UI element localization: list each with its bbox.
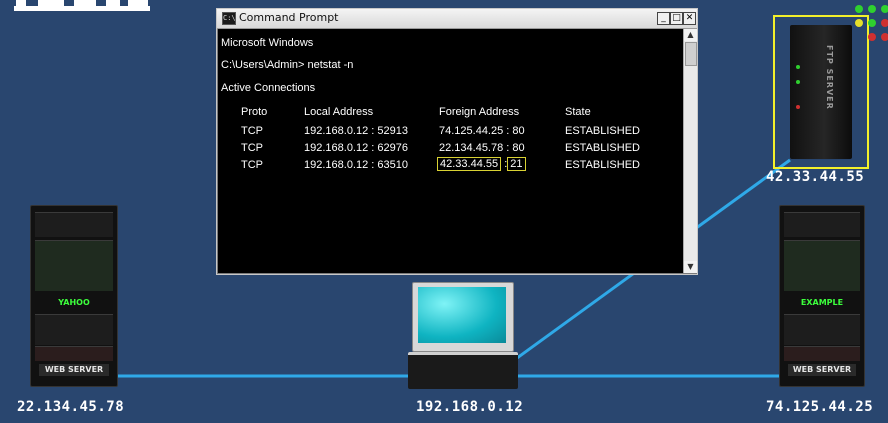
light-red-icon: [881, 33, 888, 41]
rack-unit: [35, 346, 113, 361]
cell-proto: TCP: [241, 159, 263, 171]
header-proto: Proto: [241, 106, 268, 118]
cell-local-address: 192.168.0.12 : 63510: [304, 159, 408, 171]
web-server-right: EXAMPLE WEB SERVER: [779, 205, 865, 387]
cell-proto: TCP: [241, 142, 263, 154]
header-foreign-address: Foreign Address: [439, 106, 520, 118]
command-prompt-window: C:\ Command Prompt _ □ ✕ Microsoft Windo…: [216, 8, 698, 275]
scroll-up-icon[interactable]: ▲: [684, 29, 697, 41]
light-red-icon: [868, 33, 876, 41]
client-ip: 192.168.0.12: [416, 399, 524, 415]
cell-state: ESTABLISHED: [565, 142, 640, 154]
light-green-icon: [881, 5, 888, 13]
light-red-icon: [881, 19, 888, 27]
light-green-icon: [855, 5, 863, 13]
cell-foreign-address: 22.134.45.78 : 80: [439, 142, 525, 154]
separator-colon: :: [504, 158, 508, 170]
ftp-server-label: FTP SERVER: [825, 45, 834, 110]
maximize-button[interactable]: □: [670, 12, 683, 25]
cell-local-address: 192.168.0.12 : 62976: [304, 142, 408, 154]
scroll-thumb[interactable]: [685, 42, 697, 66]
rack-unit: [35, 240, 113, 291]
light-green-icon: [868, 5, 876, 13]
rack-unit: [784, 212, 860, 237]
minimize-button[interactable]: _: [657, 12, 670, 25]
ftp-server-highlight: FTP SERVER: [773, 15, 869, 169]
server-role-label: WEB SERVER: [788, 364, 856, 376]
light-yellow-icon: [855, 19, 863, 27]
status-led: [796, 80, 800, 84]
rack-unit: [784, 314, 860, 345]
server-brand-label: EXAMPLE: [800, 298, 844, 307]
rack-unit: [784, 346, 860, 361]
cell-state: ESTABLISHED: [565, 159, 640, 171]
rack-unit: [35, 212, 113, 237]
window-titlebar[interactable]: C:\ Command Prompt _ □ ✕: [217, 9, 697, 29]
status-led: [796, 105, 800, 109]
server-role-label: WEB SERVER: [39, 364, 109, 376]
status-led: [796, 65, 800, 69]
right-server-ip: 74.125.44.25: [766, 399, 874, 415]
header-local-address: Local Address: [304, 106, 374, 118]
highlighted-foreign-port: 21: [507, 157, 526, 171]
cell-state: ESTABLISHED: [565, 125, 640, 137]
header-state: State: [565, 106, 591, 118]
highlighted-foreign-ip: 42.33.44.55: [437, 157, 502, 171]
cell-foreign-address: 74.125.44.25 : 80: [439, 125, 525, 137]
window-title: Command Prompt: [239, 11, 339, 24]
os-banner: Microsoft Windows: [221, 37, 314, 49]
cell-local-address: 192.168.0.12 : 52913: [304, 125, 408, 137]
client-desktop-unit: [408, 352, 518, 389]
vertical-scrollbar[interactable]: ▲ ▼: [683, 29, 697, 273]
ftp-server-ip: 42.33.44.55: [766, 169, 865, 185]
console-output[interactable]: Microsoft Windows C:\Users\Admin> netsta…: [221, 33, 679, 269]
scroll-down-icon[interactable]: ▼: [684, 261, 697, 273]
command-line: C:\Users\Admin> netstat -n: [221, 59, 354, 71]
light-green-icon: [868, 19, 876, 27]
close-button[interactable]: ✕: [683, 12, 696, 25]
ftp-server-tower: FTP SERVER: [790, 25, 852, 159]
rack-unit: [784, 240, 860, 291]
title-fragment: [14, 0, 150, 11]
section-heading: Active Connections: [221, 82, 316, 94]
cell-foreign-address: 42.33.44.55 :21: [437, 157, 526, 171]
rack-unit: [35, 314, 113, 345]
client-monitor: [412, 282, 514, 352]
web-server-left: YAHOO WEB SERVER: [30, 205, 118, 387]
monitor-screen: [418, 287, 506, 343]
server-brand-label: YAHOO: [58, 298, 90, 307]
console-icon: C:\: [222, 12, 236, 25]
left-server-ip: 22.134.45.78: [17, 399, 125, 415]
cell-proto: TCP: [241, 125, 263, 137]
